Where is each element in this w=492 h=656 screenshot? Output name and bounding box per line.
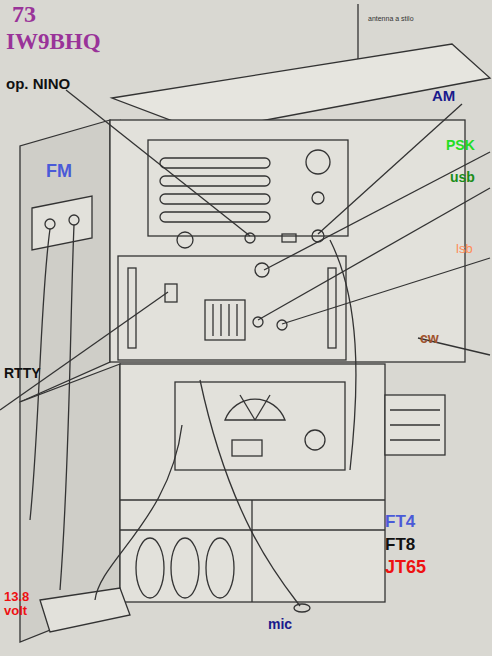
cable (60, 225, 74, 590)
jack (69, 215, 79, 225)
coil (206, 538, 234, 598)
lower-radio (175, 382, 345, 470)
callout-label: 13.8 volt (4, 590, 48, 617)
callout-label: op. NINO (6, 76, 70, 92)
coil (171, 538, 199, 598)
speaker-box (385, 395, 445, 455)
leader-line (258, 188, 490, 320)
grid-line (212, 304, 213, 336)
grid-line (220, 304, 221, 336)
upper-cabinet-front (110, 120, 465, 362)
knob (312, 192, 324, 204)
callout-label: 73 (12, 2, 36, 27)
upper-side-panel (20, 120, 110, 402)
antenna-rod (357, 4, 358, 62)
speaker-grille (390, 424, 440, 425)
tuning-knob (305, 430, 325, 450)
callout-label: cw (420, 331, 439, 346)
switch (277, 320, 287, 330)
callout-label: IW9BHQ (6, 30, 101, 54)
callout-label: FT4 (385, 513, 415, 531)
cabinet-lid (112, 44, 490, 132)
tuning-dial (225, 399, 285, 420)
slider (128, 268, 136, 348)
callout-label: mic (268, 617, 292, 632)
louver-slot (160, 194, 270, 204)
transmitter-panel (118, 256, 346, 360)
speaker-grille (390, 409, 440, 410)
leader-line (66, 90, 250, 236)
callout-label: AM (432, 88, 455, 104)
dial-needle (255, 395, 270, 420)
leader-line (0, 292, 168, 410)
dial-needle (240, 395, 255, 420)
callout-label: RTTY (4, 366, 41, 381)
cable (330, 240, 356, 470)
knob (255, 263, 269, 277)
jack (45, 219, 55, 229)
divider (251, 500, 252, 602)
meter-dial (306, 150, 330, 174)
callout-label: usb (450, 170, 475, 185)
lower-cabinet-front (120, 364, 385, 602)
mic-cable (200, 380, 300, 606)
power-supply (40, 588, 130, 632)
switch (282, 234, 296, 242)
leader-line (318, 104, 462, 234)
callout-label: lsb (456, 242, 473, 256)
callout-label: FT8 (385, 536, 415, 554)
coil (136, 538, 164, 598)
callout-label: antenna a stilo (368, 15, 414, 22)
knob (177, 232, 193, 248)
microphone (294, 604, 310, 612)
display-grid (205, 300, 245, 340)
receiver-panel (148, 140, 348, 236)
callout-label: JT65 (385, 558, 426, 577)
cable (95, 425, 182, 600)
louver-slot (160, 212, 270, 222)
leader-line (282, 258, 490, 324)
switch (245, 233, 255, 243)
louver-slot (160, 158, 270, 168)
grid-line (236, 304, 237, 336)
jack-panel (32, 196, 92, 250)
callout-label: FM (46, 162, 72, 181)
grid-line (228, 304, 229, 336)
display (232, 440, 262, 456)
speaker-grille (390, 439, 440, 440)
callout-label: PSK (446, 138, 475, 153)
